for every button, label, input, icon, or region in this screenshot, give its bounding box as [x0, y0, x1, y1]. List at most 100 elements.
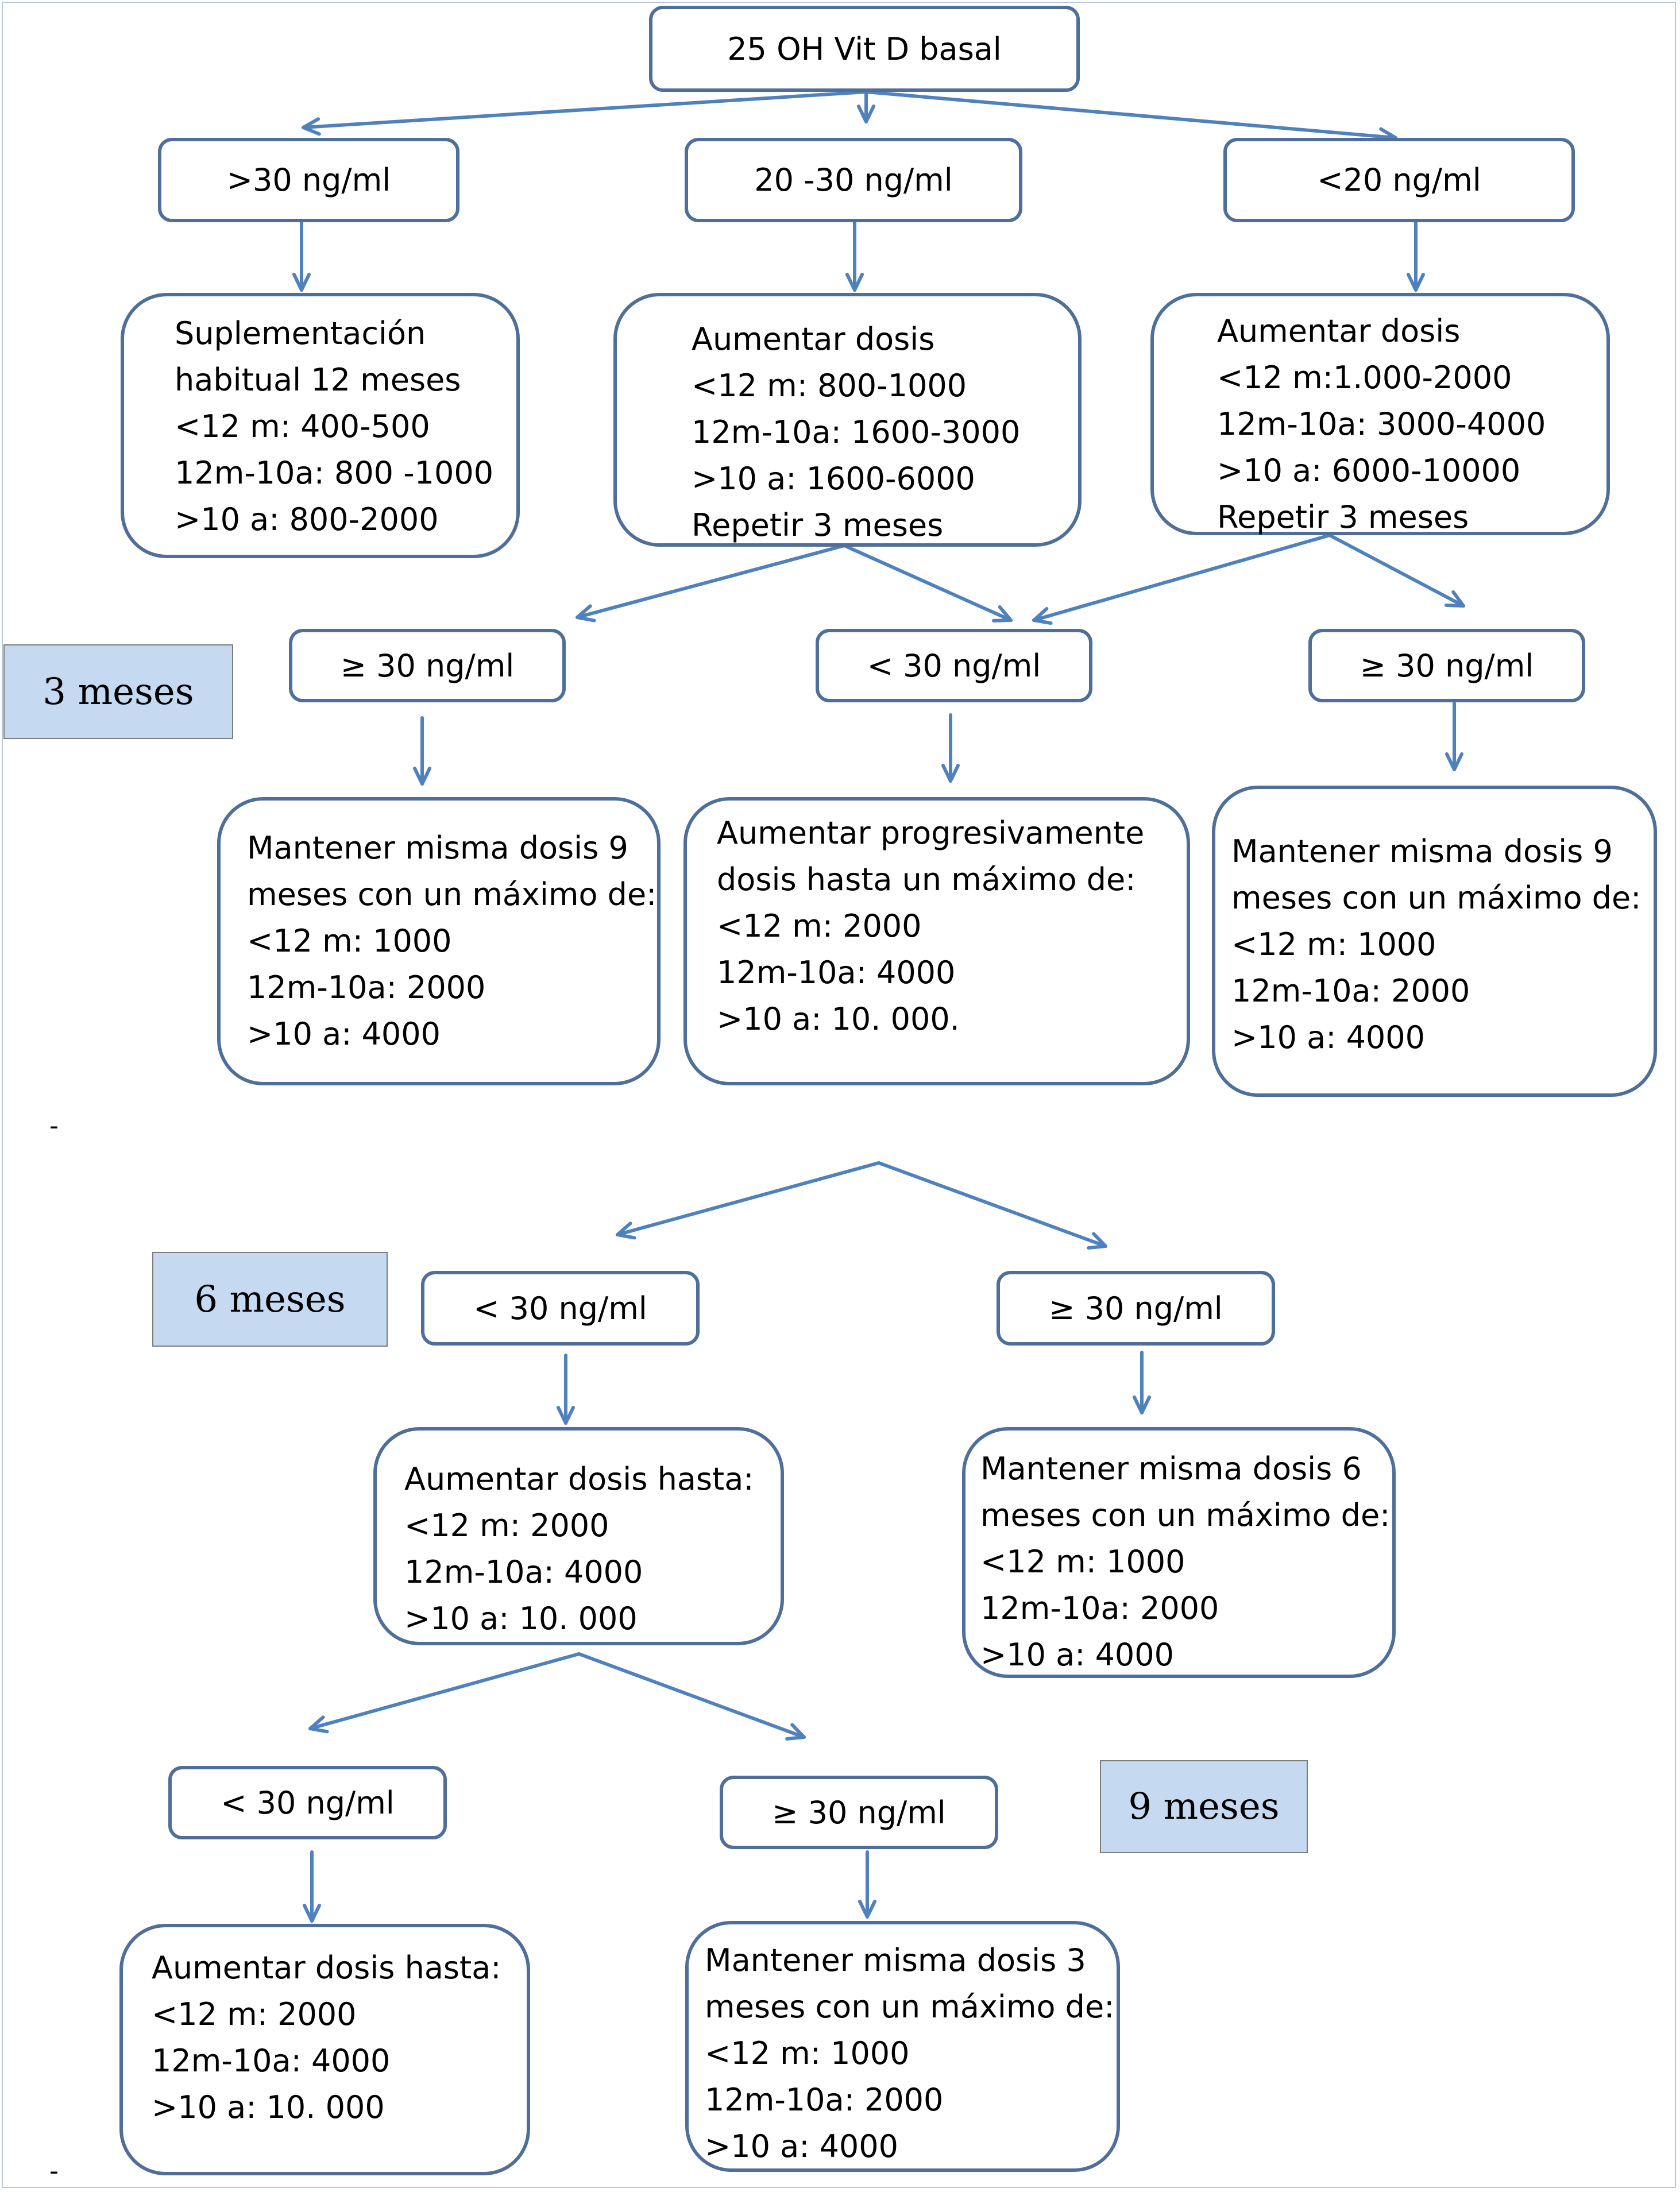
m3-left-to-action-arrowhead — [412, 766, 432, 786]
m6-right-threshold-node: ≥ 30 ng/ml — [997, 1271, 1275, 1346]
timepoint-9-months-label: 9 meses — [1100, 1760, 1308, 1853]
m6-right-threshold-label: ≥ 30 ng/ml — [1049, 1290, 1223, 1327]
m6-right-action-line: 12m-10a: 2000 — [980, 1590, 1219, 1626]
timepoint-3-months-text: 3 meses — [43, 670, 194, 713]
m3-left-threshold-label: ≥ 30 ng/ml — [340, 647, 515, 684]
m6-left-to-action-arrowhead — [556, 1405, 576, 1425]
m3-to-m6-1-arrowhead — [1087, 1232, 1107, 1250]
m3-left-action-line: 12m-10a: 2000 — [247, 969, 486, 1006]
m3-left-action-line: >10 a: 4000 — [247, 1016, 441, 1052]
threshold-high-node: >30 ng/ml — [158, 138, 459, 222]
m9-left-action-line: Aumentar dosis hasta: — [152, 1950, 501, 1986]
low-action-to-m3-1-arrowhead — [1445, 590, 1465, 608]
action-mid-line: >10 a: 1600-6000 — [692, 461, 975, 497]
dash-mark-lower: - — [49, 2156, 59, 2186]
m3-center-action-line: dosis hasta un máximo de: — [717, 861, 1136, 898]
m3-right-action-line: meses con un máximo de: — [1231, 880, 1642, 916]
m9-left-action-line: >10 a: 10. 000 — [152, 2089, 385, 2125]
action-mid-line: Repetir 3 meses — [692, 507, 944, 543]
action-mid-line: Aumentar dosis — [692, 321, 935, 357]
m6-left-threshold-node: < 30 ng/ml — [421, 1271, 700, 1346]
m3-left-threshold-node: ≥ 30 ng/ml — [289, 629, 566, 702]
m3-left-action-line: meses con un máximo de: — [247, 876, 657, 913]
m6-right-action-node: Mantener misma dosis 6 meses con un máxi… — [962, 1427, 1396, 1678]
root-node: 25 OH Vit D basal — [649, 6, 1080, 92]
m3-right-action-line: >10 a: 4000 — [1231, 1019, 1425, 1056]
action-high-line: >10 a: 800-2000 — [175, 501, 439, 538]
m9-right-action-line: Mantener misma dosis 3 — [705, 1942, 1086, 1978]
mid-action-to-m3-0-arrow — [576, 544, 846, 619]
timepoint-6-months-text: 6 meses — [194, 1278, 346, 1321]
threshold-high-label: >30 ng/ml — [226, 162, 391, 198]
timepoint-6-months-label: 6 meses — [152, 1252, 388, 1347]
m6-to-m9-1-arrow — [577, 1652, 806, 1739]
action-high-node: Suplementación habitual 12 meses <12 m: … — [121, 293, 520, 558]
m6-to-m9-0-arrowhead — [308, 1715, 329, 1734]
m3-center-action-line: <12 m: 2000 — [717, 908, 922, 944]
m6-right-action-line: >10 a: 4000 — [980, 1637, 1174, 1673]
m3-center-threshold-node: < 30 ng/ml — [816, 629, 1092, 702]
m6-left-action-line: >10 a: 10. 000 — [404, 1600, 638, 1637]
m6-left-action-line: Aumentar dosis hasta: — [404, 1461, 754, 1497]
m3-right-action-line: 12m-10a: 2000 — [1231, 973, 1470, 1009]
m9-left-action-node: Aumentar dosis hasta: <12 m: 2000 12m-10… — [119, 1924, 530, 2175]
m9-right-action-line: 12m-10a: 2000 — [705, 2082, 944, 2118]
threshold-mid-node: 20 -30 ng/ml — [685, 138, 1022, 222]
m3-center-to-action-arrowhead — [941, 763, 960, 783]
m3-center-action-line: 12m-10a: 4000 — [717, 954, 956, 991]
m9-right-action-line: <12 m: 1000 — [705, 2035, 910, 2071]
m3-right-threshold-label: ≥ 30 ng/ml — [1360, 647, 1534, 684]
action-low-line: 12m-10a: 3000-4000 — [1217, 406, 1546, 442]
action-high-line: 12m-10a: 800 -1000 — [175, 455, 494, 491]
threshold-mid-label: 20 -30 ng/ml — [754, 162, 953, 198]
timepoint-3-months-label: 3 meses — [3, 644, 233, 739]
root-to-thresholds-0-arrowhead — [302, 117, 321, 136]
root-to-thresholds-0-arrow — [302, 90, 868, 129]
root-to-thresholds-2-arrow — [864, 90, 1397, 140]
root-to-thresholds-1-arrowhead — [856, 104, 876, 123]
threshold-low-label: <20 ng/ml — [1317, 162, 1481, 198]
m6-left-action-line: <12 m: 2000 — [404, 1507, 609, 1544]
m3-right-threshold-node: ≥ 30 ng/ml — [1308, 629, 1585, 702]
m9-left-threshold-label: < 30 ng/ml — [221, 1784, 395, 1821]
action-mid-line: <12 m: 800-1000 — [692, 368, 967, 404]
m6-right-action-line: Mantener misma dosis 6 — [980, 1451, 1362, 1487]
m6-to-m9-1-arrowhead — [785, 1723, 806, 1741]
m3-to-m6-1-arrow — [877, 1161, 1107, 1248]
low-action-to-m3-0-arrow — [1032, 533, 1331, 622]
m3-center-action-node: Aumentar progresivamente dosis hasta un … — [683, 797, 1190, 1085]
low-action-to-m3-1-arrow — [1328, 533, 1465, 608]
m3-left-action-line: <12 m: 1000 — [247, 923, 452, 959]
action-mid-node: Aumentar dosis <12 m: 800-1000 12m-10a: … — [613, 293, 1082, 547]
m3-right-action-line: <12 m: 1000 — [1231, 926, 1436, 962]
m3-center-action-line: Aumentar progresivamente — [717, 815, 1145, 851]
action-low-line: Repetir 3 meses — [1217, 499, 1469, 535]
action-low-line: <12 m:1.000-2000 — [1217, 359, 1512, 396]
m9-right-threshold-label: ≥ 30 ng/ml — [772, 1794, 946, 1831]
action-mid-line: 12m-10a: 1600-3000 — [692, 414, 1021, 450]
m6-right-action-line: meses con un máximo de: — [980, 1497, 1391, 1533]
m6-right-to-action-arrowhead — [1132, 1395, 1152, 1414]
action-low-line: >10 a: 6000-10000 — [1217, 453, 1521, 489]
m3-center-action-line: >10 a: 10. 000. — [717, 1001, 960, 1037]
mid-action-to-m3-0-arrowhead — [576, 604, 596, 623]
m3-left-action-line: Mantener misma dosis 9 — [247, 830, 628, 866]
mid-action-to-m3-1-arrow — [843, 544, 1013, 622]
m6-right-action-line: <12 m: 1000 — [980, 1544, 1185, 1580]
action-low-line: Aumentar dosis — [1217, 313, 1461, 349]
m9-right-threshold-node: ≥ 30 ng/ml — [720, 1776, 998, 1849]
m3-right-to-action-arrowhead — [1445, 752, 1464, 771]
m3-right-action-node: Mantener misma dosis 9 meses con un máxi… — [1212, 786, 1657, 1097]
threshold-low-node: <20 ng/ml — [1223, 138, 1575, 222]
m3-center-threshold-label: < 30 ng/ml — [867, 647, 1041, 684]
mid-action-to-m3-1-arrowhead — [992, 605, 1013, 623]
m6-left-threshold-label: < 30 ng/ml — [473, 1290, 647, 1327]
m9-right-action-node: Mantener misma dosis 3 meses con un máxi… — [685, 1921, 1120, 2172]
timepoint-9-months-text: 9 meses — [1128, 1785, 1280, 1828]
m6-left-action-line: 12m-10a: 4000 — [404, 1554, 643, 1590]
low-to-action-arrowhead — [1406, 272, 1426, 292]
m6-left-action-node: Aumentar dosis hasta: <12 m: 2000 12m-10… — [373, 1427, 784, 1645]
high-to-action-arrowhead — [292, 272, 311, 292]
m9-right-action-line: meses con un máximo de: — [705, 1989, 1115, 2025]
